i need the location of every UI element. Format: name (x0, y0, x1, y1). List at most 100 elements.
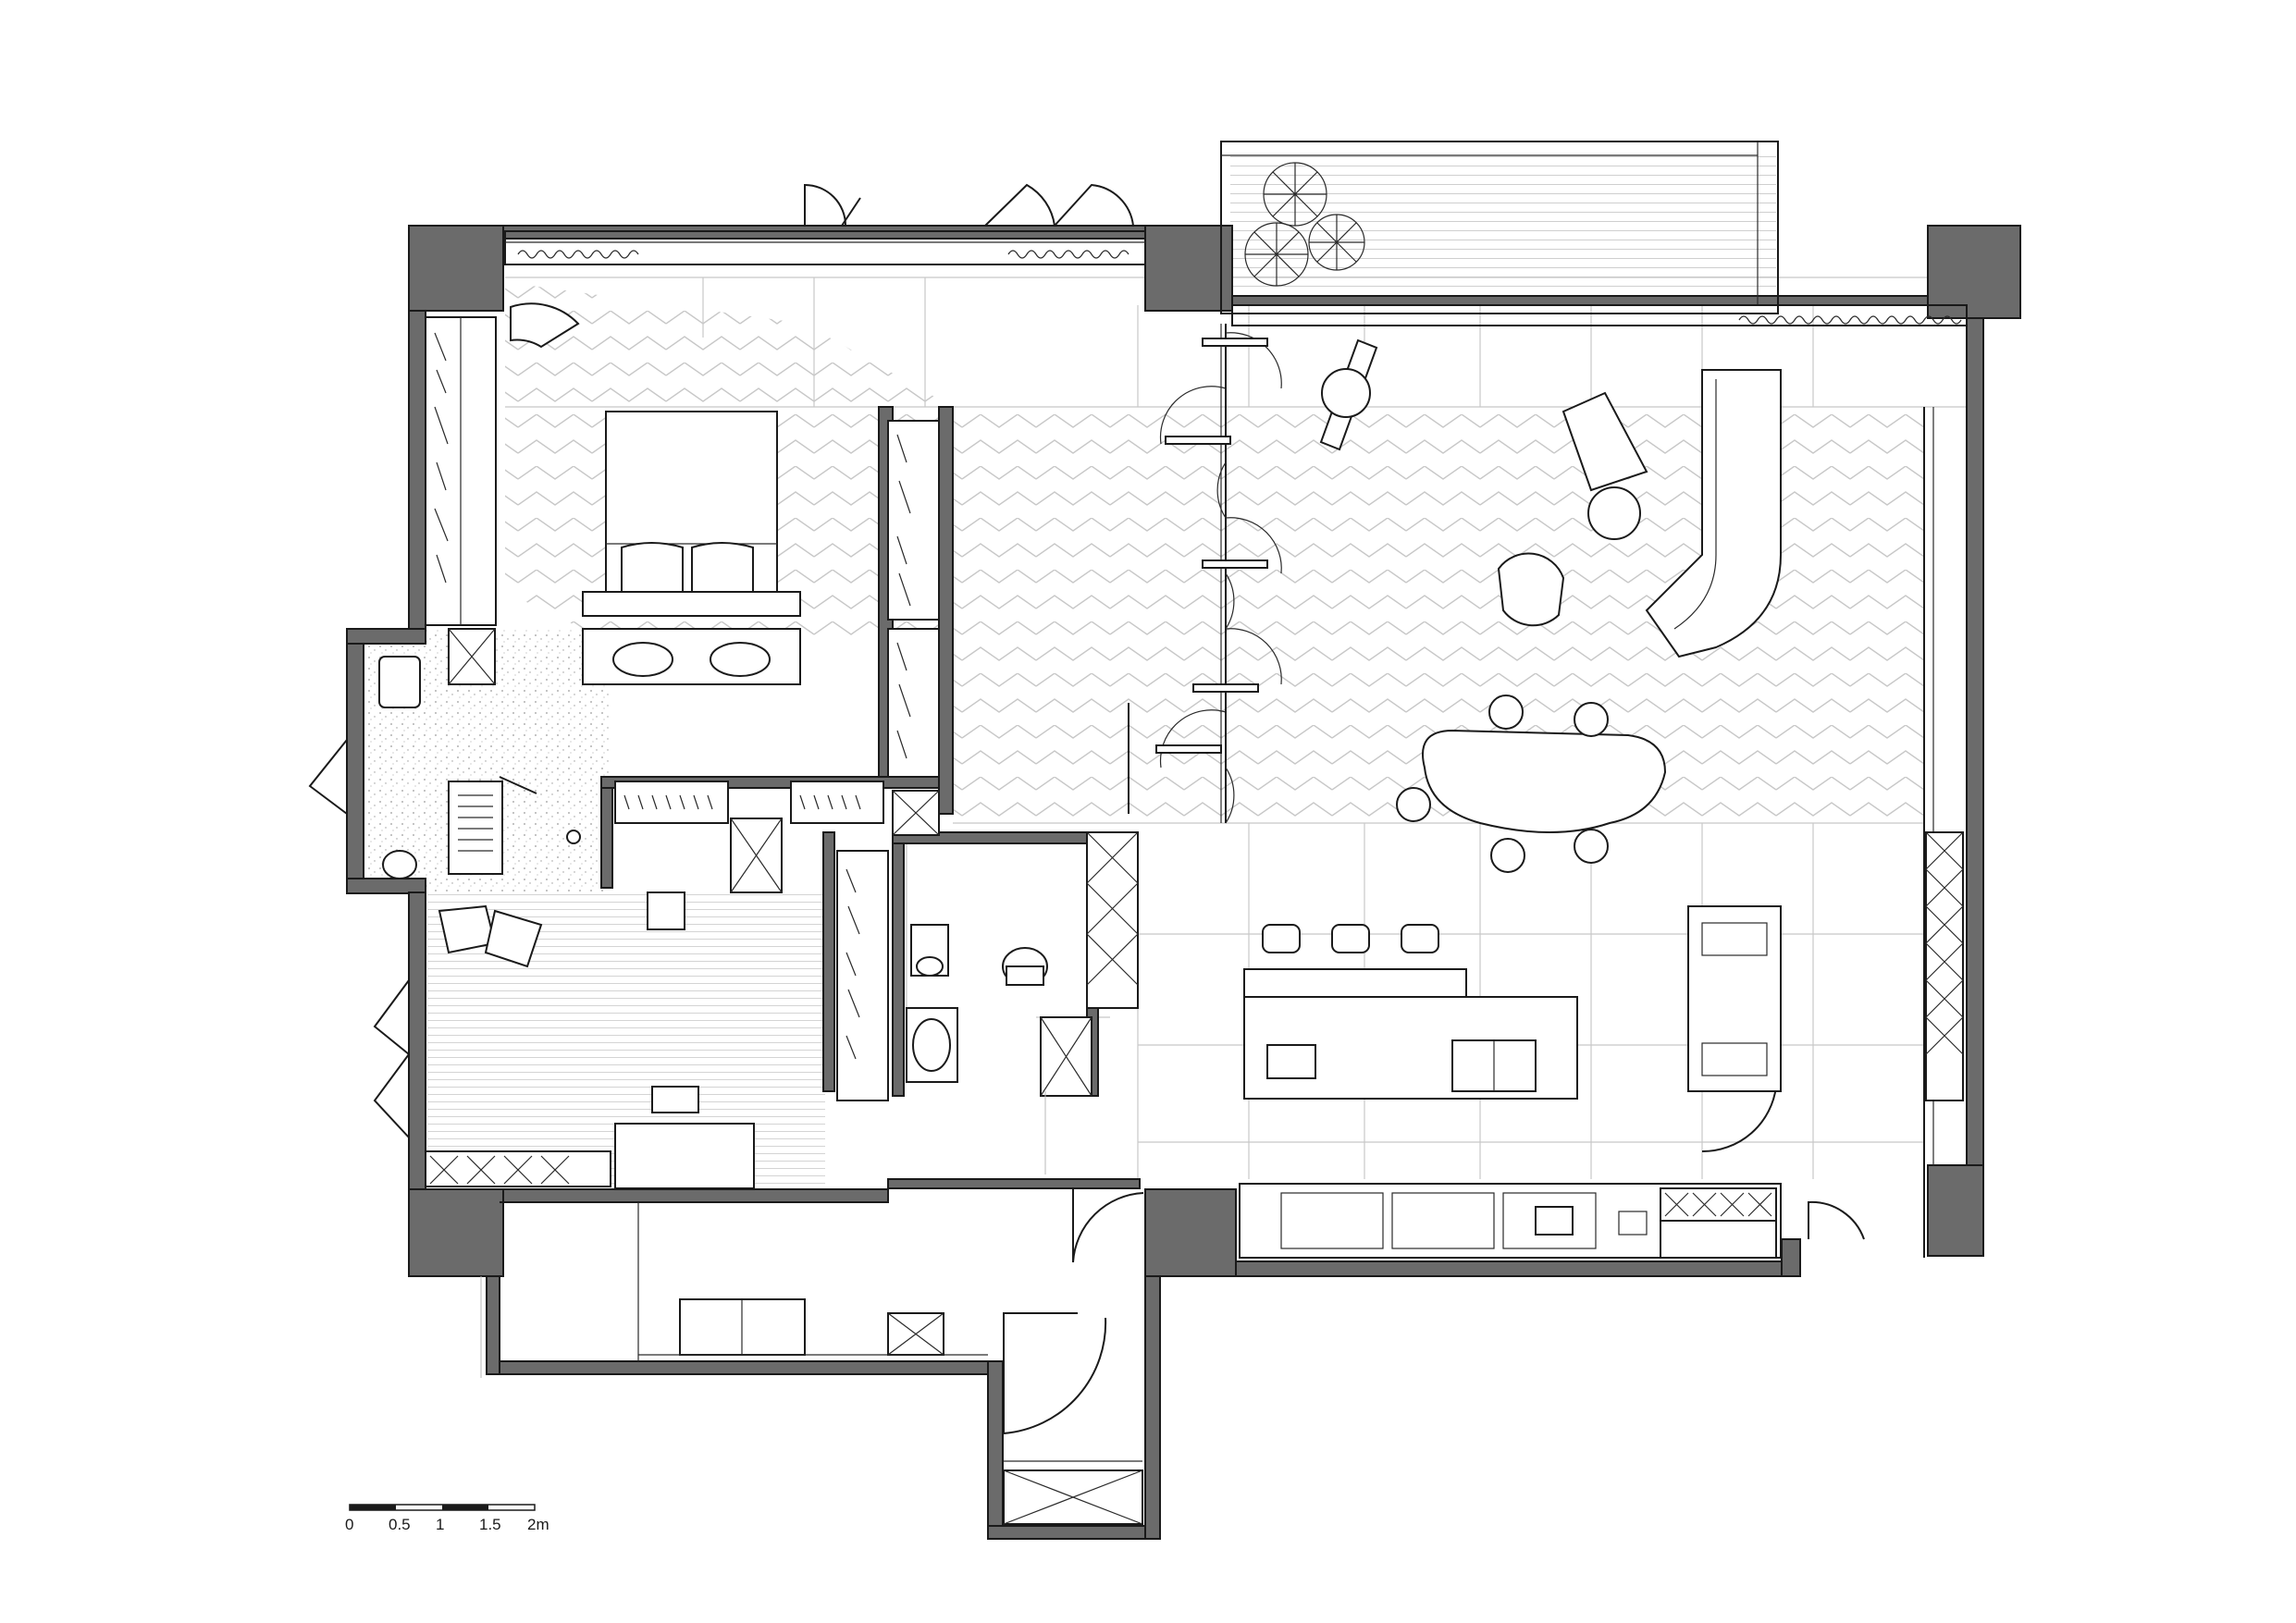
doors (308, 183, 1865, 1435)
cushion-2 (484, 909, 543, 968)
closet-furniture (425, 781, 940, 1189)
corner-armchair (510, 302, 580, 349)
scale-label-1-5: 1.5 (479, 1516, 501, 1533)
service-furniture (480, 1091, 1143, 1525)
entry-cabinet (1660, 1187, 1777, 1222)
scale-bar: 0 0.5 1 1.5 2m (345, 1504, 549, 1533)
study-chair (647, 891, 685, 930)
wall-north-living (1231, 295, 1929, 306)
island-sink (1266, 1044, 1316, 1079)
closet-door (1701, 1086, 1777, 1153)
balcony-outline (1220, 141, 1779, 314)
ensuite-cabinet (1086, 831, 1139, 1009)
closet-rack (836, 850, 889, 1101)
column-se (1927, 1164, 1984, 1257)
balcony-deck-floor (1230, 148, 1776, 296)
bedroom-furniture (425, 302, 940, 778)
wardrobe-bedroom-east-2 (887, 628, 940, 778)
dining-chair-2 (1574, 702, 1609, 737)
bedroom-curtain (517, 250, 639, 259)
bar-stool-1 (1262, 924, 1301, 953)
column-sw (408, 1188, 504, 1277)
dining-chair-5 (1574, 829, 1609, 864)
wine-closet (1687, 905, 1782, 1092)
wall-south-kitchen-end (1781, 1238, 1801, 1277)
scale-label-2m: 2m (527, 1516, 549, 1533)
ottoman (1562, 391, 1648, 492)
dining-chair-3 (1396, 787, 1431, 822)
bar-stool-3 (1401, 924, 1439, 953)
walls (346, 225, 2021, 1540)
scale-label-0-5: 0.5 (389, 1516, 411, 1533)
column-nw (408, 225, 504, 312)
living-furniture (1239, 338, 1964, 1259)
dining-chair-1 (1488, 695, 1524, 730)
wall-stair-south (987, 1525, 1159, 1540)
entry-door (1808, 1200, 1865, 1240)
wall-corridor-south (887, 1178, 1141, 1189)
wall-south-west (502, 1188, 889, 1203)
wall-stair-west (987, 1360, 1004, 1538)
master-bath-furniture (378, 656, 581, 879)
wall-bath-east (600, 776, 613, 889)
bar-stool-2 (1331, 924, 1370, 953)
bed-headboard (582, 591, 801, 617)
column-s (1144, 1188, 1237, 1277)
study-sofa (614, 1123, 755, 1189)
wall-ensuite-west (892, 831, 905, 1097)
lounge-side-table (1321, 368, 1371, 418)
wall-bedroom-living (938, 406, 954, 815)
toilet-bath (378, 656, 421, 708)
kitchen-sink (1535, 1206, 1574, 1236)
floor-drain (566, 830, 581, 844)
living-window (1231, 304, 1968, 326)
scale-label-0: 0 (345, 1516, 353, 1533)
scale-label-1: 1 (436, 1516, 444, 1533)
armchair (1497, 552, 1565, 627)
basin-right (710, 642, 771, 677)
wall-bath-top (346, 628, 426, 645)
coffee-table (1587, 486, 1641, 540)
living-curtain (1738, 315, 1962, 325)
wall-service-west (486, 1275, 500, 1375)
column-n (1144, 225, 1233, 312)
wall-closet-east (822, 831, 835, 1092)
wall-west-upper (408, 310, 426, 630)
ensuite-furniture (906, 831, 1139, 1097)
closet-shelf-2 (790, 781, 884, 824)
study-window-1 (373, 979, 410, 1055)
east-cabinet (1925, 831, 1964, 1101)
bidet (382, 850, 417, 879)
window-swing-2 (984, 183, 1055, 227)
wall-west-lower (408, 891, 426, 1190)
closet-shelf-1 (614, 781, 729, 824)
sectional-sofa (1645, 369, 1782, 658)
window-swing-1 (804, 183, 846, 227)
shower-door (499, 776, 537, 794)
dining-table (1422, 729, 1667, 833)
column-ne (1927, 225, 2021, 319)
wall-east (1966, 317, 1984, 1166)
bath-window (308, 739, 348, 815)
window-swing-1b (841, 197, 861, 227)
dining-chair-4 (1490, 838, 1525, 873)
wardrobe-bedroom-east (887, 420, 940, 621)
wall-south-kitchen (1235, 1260, 1783, 1277)
study-cabinet (425, 1150, 611, 1187)
balcony-plants (1244, 162, 1365, 287)
corridor-door (1072, 1189, 1144, 1263)
wall-stair-east (1144, 1275, 1161, 1540)
stair-door (1003, 1312, 1107, 1435)
wall-bath-bottom (346, 878, 426, 894)
window-swing-3 (1054, 183, 1134, 227)
wall-service-south (486, 1360, 989, 1375)
study-window-2 (373, 1053, 410, 1138)
wall-west-bath (346, 628, 364, 893)
pivot-glass-partition (1155, 324, 1282, 824)
windows (504, 141, 1968, 1258)
basin-left (612, 642, 673, 677)
north-bedroom-window (504, 230, 1146, 265)
shower-tray (448, 781, 503, 875)
study-desk-chair (651, 1086, 699, 1113)
